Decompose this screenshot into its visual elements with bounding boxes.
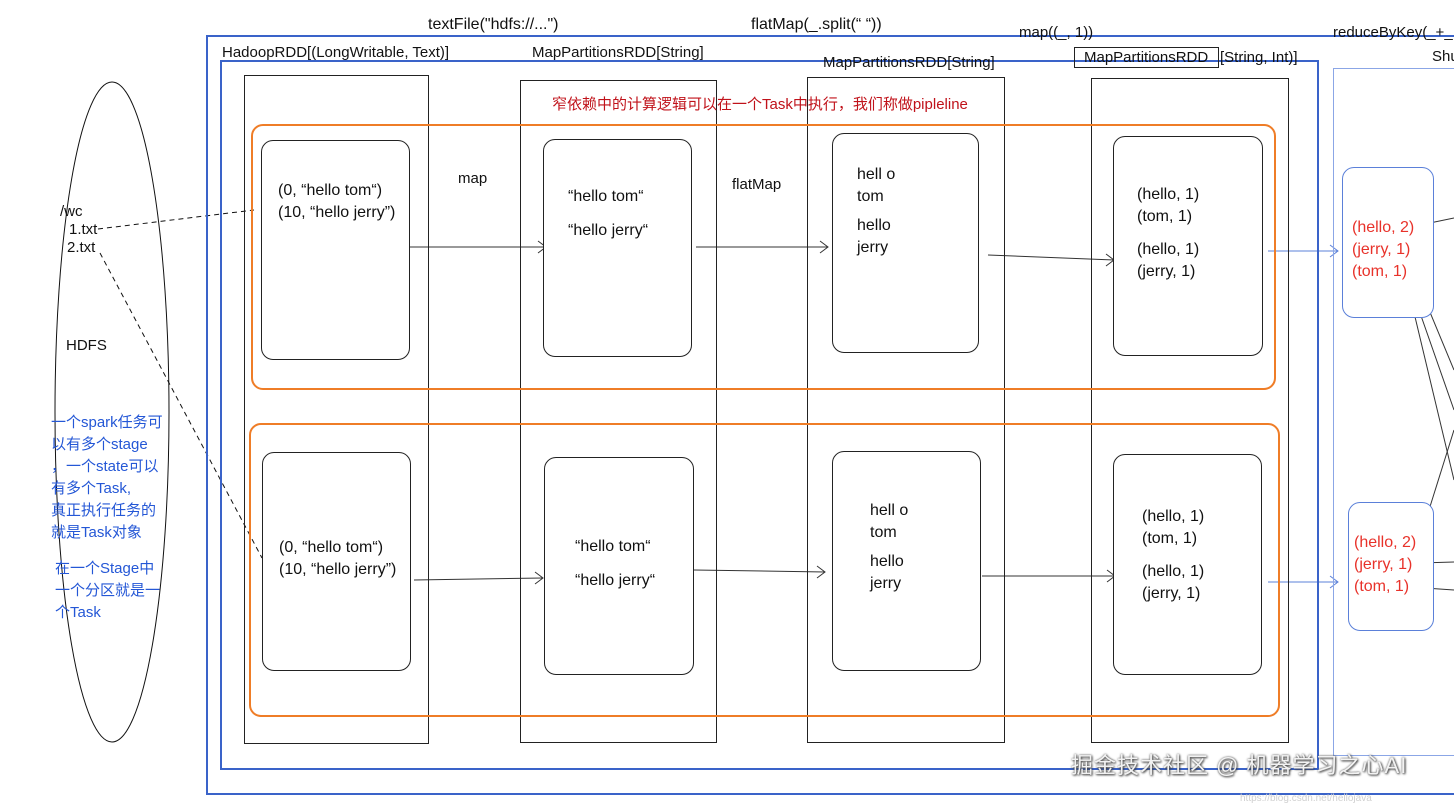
partition-lines-1-text: “hello tom“ “hello jerry“ xyxy=(568,188,649,239)
partition-pairs-2 xyxy=(1113,454,1262,675)
rdd-label-hadoop: HadoopRDD[(LongWritable, Text)] xyxy=(222,44,450,61)
inner-stage-frame xyxy=(220,60,1319,770)
op-text-file: textFile("hdfs://...") xyxy=(428,16,559,33)
watermark: 掘金技术社区 @ 机器学习之心AI xyxy=(1071,753,1408,778)
task-note: 在一个Stage中 一个分区就是一 个Task xyxy=(55,560,161,621)
rdd-column-mappartitions-3 xyxy=(1091,78,1289,743)
partition-words-2 xyxy=(832,451,981,671)
partition-lines-1 xyxy=(543,139,692,357)
op-flatmap-label: flatMap xyxy=(732,176,782,193)
partition-words-2-text: hell o tom hello jerry xyxy=(870,502,909,592)
partition-hadoop-1 xyxy=(261,140,410,360)
op-map-label: map xyxy=(458,170,488,187)
partition-lines-2 xyxy=(544,457,694,675)
shuffle-label: Shu xyxy=(1432,48,1454,65)
rdd-column-mappartitions-2 xyxy=(807,77,1005,743)
rdd-label-mappartitions-3: MapPartitionsRDD xyxy=(1084,49,1209,66)
pipeline-box-1 xyxy=(251,124,1276,390)
rdd-label-box xyxy=(1074,47,1219,68)
watermark-url: https://blog.csdn.net/hellojava xyxy=(1240,793,1372,804)
pipeline-box-2 xyxy=(249,423,1280,717)
partition-pairs-1 xyxy=(1113,136,1263,356)
outer-stage-frame xyxy=(206,35,1454,795)
op-reduce-by-key: reduceByKey(_+_ xyxy=(1333,24,1453,41)
rdd-column-hadoop xyxy=(244,75,429,744)
partition-pairs-1-text: (hello, 1) (tom, 1) (hello, 1) (jerry, 1… xyxy=(1137,186,1200,280)
rdd-label-mappartitions-1: MapPartitionsRDD[String] xyxy=(532,44,704,61)
shuffle-column xyxy=(1333,68,1454,756)
partition-pairs-2-text: (hello, 1) (tom, 1) (hello, 1) (jerry, 1… xyxy=(1142,508,1205,602)
partition-hadoop-2 xyxy=(262,452,411,671)
hdfs-dir: /wc xyxy=(60,203,83,220)
op-flatmap: flatMap(_.split(“ “)) xyxy=(751,16,882,33)
op-map: map((_, 1)) xyxy=(1019,24,1094,41)
reduced-partition-1 xyxy=(1342,167,1434,318)
partition-words-1-text: hell o tom hello jerry xyxy=(857,166,896,256)
partition-lines-2-text: “hello tom“ “hello jerry“ xyxy=(575,538,656,589)
reduced-partition-1-text: (hello, 2) (jerry, 1) (tom, 1) xyxy=(1352,219,1415,280)
partition-words-1 xyxy=(832,133,979,353)
hdfs-file-1: 1.txt xyxy=(69,221,98,238)
hdfs-file-2: 2.txt xyxy=(67,239,96,256)
partition-hadoop-1-text: (0, “hello tom“) (10, “hello jerry”) xyxy=(278,182,396,221)
rdd-label-mappartitions-2: MapPartitionsRDD[String] xyxy=(823,54,995,71)
rdd-label-mappartitions-3-type: [String, Int)] xyxy=(1220,49,1298,66)
rdd-column-mappartitions-1 xyxy=(520,80,717,743)
hdfs-label: HDFS xyxy=(66,337,107,354)
stage-note: 一个spark任务可 以有多个stage ，一个state可以 有多个Task,… xyxy=(51,414,163,541)
partition-hadoop-2-text: (0, “hello tom“) (10, “hello jerry”) xyxy=(279,539,397,578)
reduced-partition-2 xyxy=(1348,502,1434,631)
pipeline-note: 窄依赖中的计算逻辑可以在一个Task中执行，我们称做pipleline xyxy=(552,96,968,113)
reduced-partition-2-text: (hello, 2) (jerry, 1) (tom, 1) xyxy=(1354,534,1417,595)
